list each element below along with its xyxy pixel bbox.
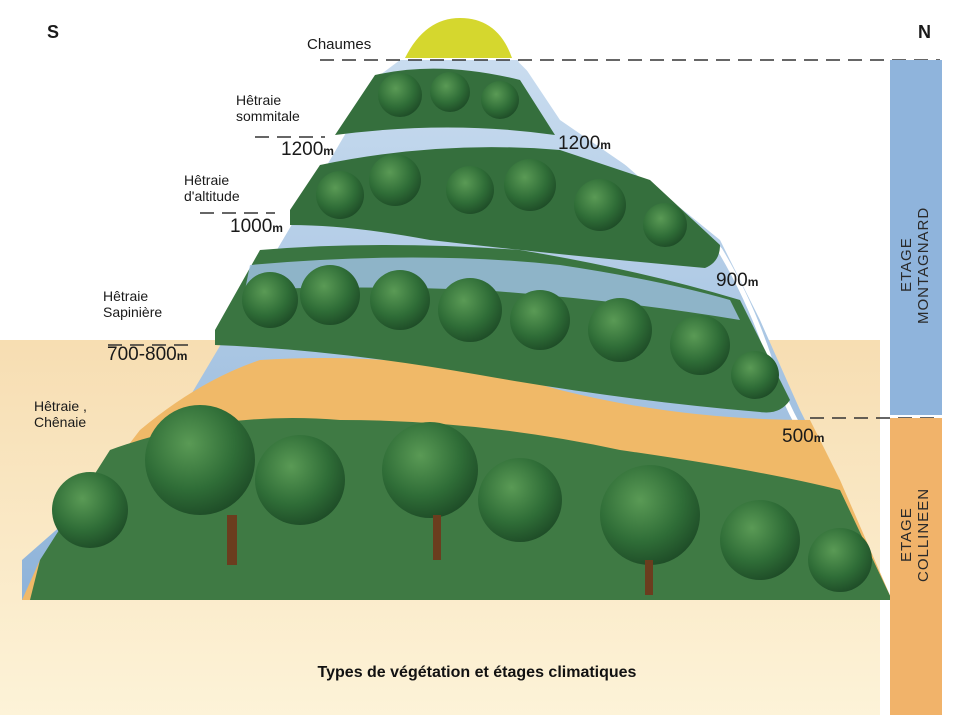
zone-line: Hêtraie xyxy=(103,288,149,304)
zone-line: Hêtraie xyxy=(184,172,230,188)
altitude-unit: m xyxy=(600,138,611,152)
zone-label-sommitale: Hêtraie sommitale xyxy=(236,92,300,124)
altitude-unit: m xyxy=(272,221,283,235)
south-label: S xyxy=(47,22,60,42)
north-label: N xyxy=(918,22,931,42)
stage-line: COLLINEEN xyxy=(915,487,932,583)
altitude-north-500: 500m xyxy=(782,426,824,448)
altitude-value: 1200 xyxy=(558,133,601,154)
altitude-south-1000: 1000m xyxy=(230,216,283,238)
altitude-south-700-800: 700-800m xyxy=(107,344,187,366)
altitude-value: 1200 xyxy=(281,139,324,160)
tree-crowns xyxy=(52,72,872,592)
zone-line: Chênaie xyxy=(34,414,87,430)
stage-bar-collineen xyxy=(890,418,942,715)
altitude-north-900: 900m xyxy=(716,270,758,292)
zone-line: sommitale xyxy=(236,108,300,124)
zone-line: Hêtraie xyxy=(236,92,282,108)
altitude-unit: m xyxy=(813,431,825,445)
zone-label-chenaie: Hêtraie , Chênaie xyxy=(34,398,87,430)
zone-label-altitude: Hêtraie d'altitude xyxy=(184,172,240,204)
altitude-value: 700-800 xyxy=(107,344,177,365)
altitude-value: 1000 xyxy=(230,216,273,237)
altitude-unit: m xyxy=(176,349,188,363)
altitude-value: 500 xyxy=(782,426,814,447)
zone-line: Sapinière xyxy=(103,304,163,320)
stage-bar-montagnard xyxy=(890,60,942,415)
altitude-unit: m xyxy=(323,144,334,158)
summit-label: Chaumes xyxy=(307,36,372,53)
altitude-value: 900 xyxy=(716,270,748,291)
stage-label-montagnard: ETAGE MONTAGNARD xyxy=(898,170,932,360)
altitude-unit: m xyxy=(747,275,759,289)
altitude-north-1200: 1200m xyxy=(558,133,611,155)
figure-caption: Types de végétation et étages climatique… xyxy=(317,664,637,681)
zone-line: Hêtraie , xyxy=(34,398,87,414)
stage-line: ETAGE xyxy=(898,507,915,563)
summit-meadow xyxy=(405,18,512,58)
altitude-south-1200: 1200m xyxy=(281,139,334,161)
stage-label-collineen: ETAGE COLLINEEN xyxy=(898,455,932,615)
tree-trunks xyxy=(227,515,653,595)
stage-line: ETAGE xyxy=(898,237,915,293)
zone-label-sapiniere: Hêtraie Sapinière xyxy=(103,288,162,320)
altitude-dashes xyxy=(108,59,940,419)
stage-line: MONTAGNARD xyxy=(915,206,932,324)
zone-line: d'altitude xyxy=(184,188,240,204)
